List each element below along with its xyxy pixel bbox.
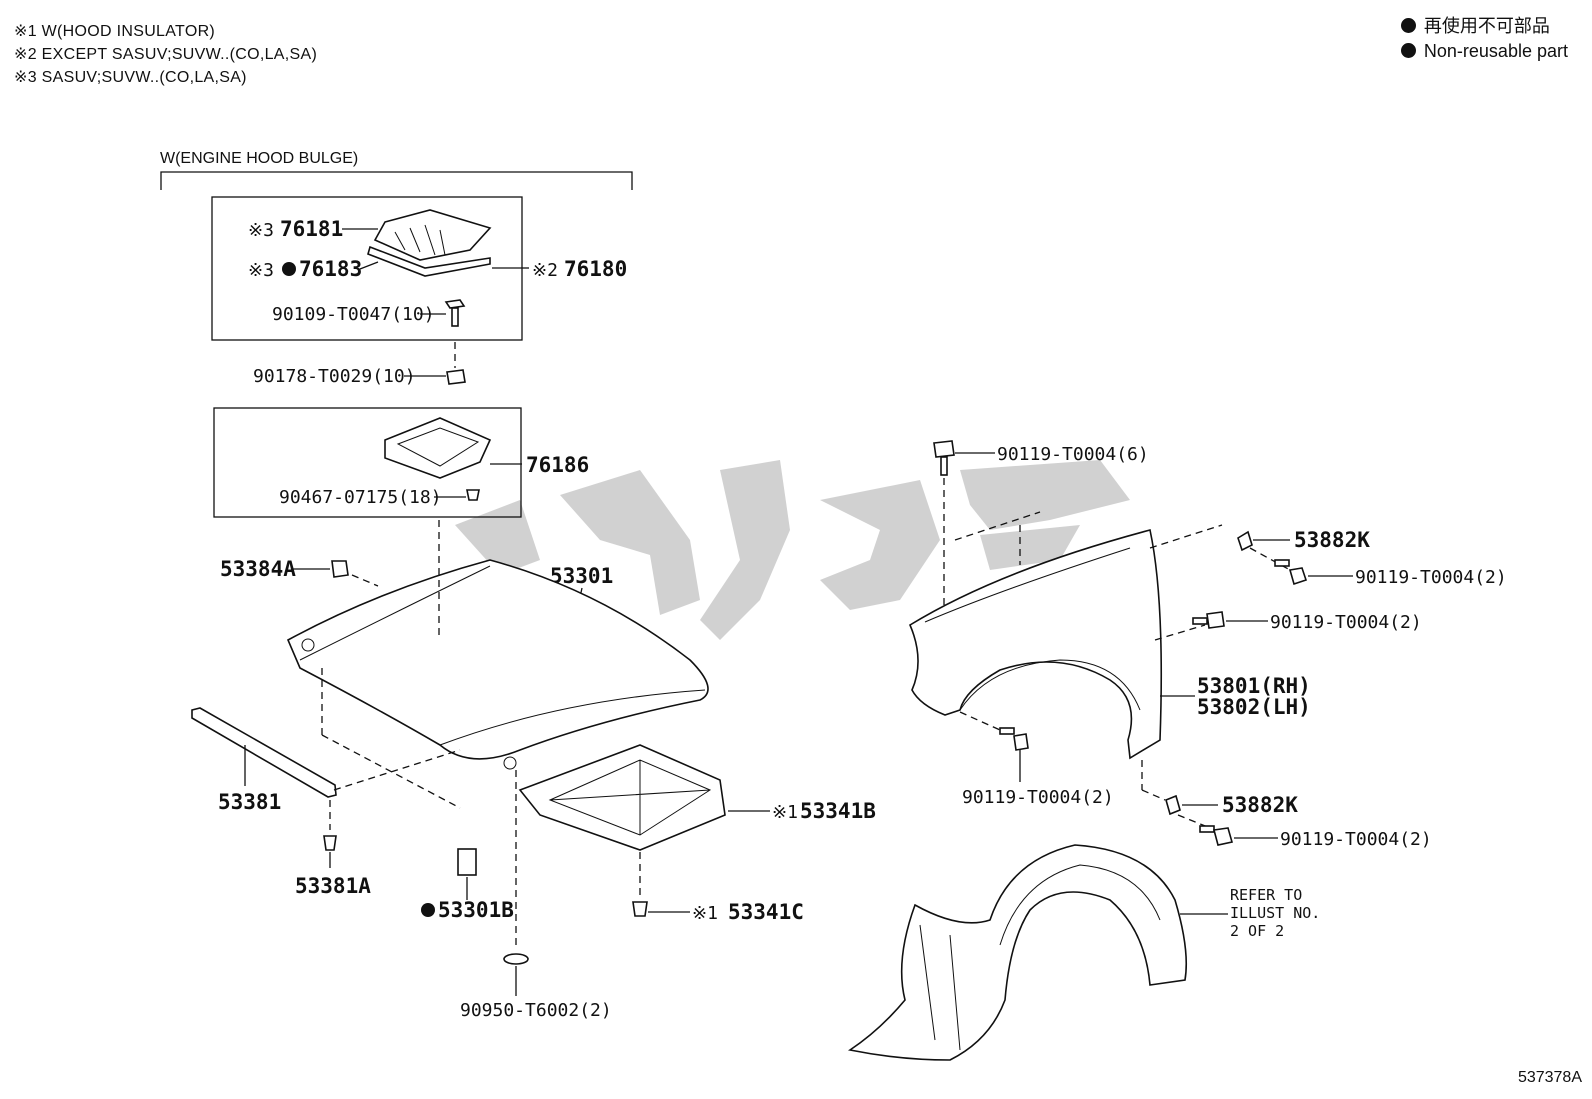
mark-n1-b: ※1 xyxy=(692,903,718,924)
plug-90950-icon xyxy=(503,953,529,965)
mark-n3-a: ※3 xyxy=(248,220,274,241)
part-53882K-top: 53882K xyxy=(1294,528,1370,552)
cushion-53301B-icon xyxy=(457,848,477,876)
part-76180: 76180 xyxy=(564,257,627,281)
part-90119-top: 90119-T0004(6) xyxy=(997,444,1149,465)
part-53341C: 53341C xyxy=(728,900,804,924)
fender-liner-part xyxy=(847,844,1187,1061)
footnote-1: ※1 W(HOOD INSULATOR) xyxy=(14,23,216,40)
bolt-d-icon xyxy=(1199,825,1234,846)
part-90119-a: 90119-T0004(2) xyxy=(1355,567,1507,588)
refer-note-line2: ILLUST NO. xyxy=(1230,904,1320,922)
engine-hood-part xyxy=(286,559,709,770)
insulator-box xyxy=(213,407,522,518)
bolt-top-icon xyxy=(933,440,955,476)
footnote-3: ※3 SASUV;SUVW..(CO,LA,SA) xyxy=(14,69,247,86)
clip-53384A-icon xyxy=(331,560,349,578)
part-90119-d: 90119-T0004(2) xyxy=(1280,829,1432,850)
mark-n1-a: ※1 xyxy=(772,802,798,823)
hood-bulge-part xyxy=(367,209,492,277)
bulge-base-part xyxy=(384,417,492,479)
non-reusable-dot-icon xyxy=(1400,18,1416,33)
mark-n3-b: ※3 xyxy=(248,260,274,281)
bolt-c-icon xyxy=(999,727,1029,751)
refer-note-line1: REFER TO xyxy=(1230,886,1302,904)
non-reusable-dot-icon xyxy=(421,903,435,917)
bolt-a-icon xyxy=(1274,559,1308,586)
part-53384A: 53384A xyxy=(220,557,296,581)
refer-note-line3: 2 OF 2 xyxy=(1230,922,1284,940)
bolt-90109-icon xyxy=(444,299,466,327)
clip-90467-icon xyxy=(466,489,480,501)
part-90119-b: 90119-T0004(2) xyxy=(1270,612,1422,633)
clip-53381A-icon xyxy=(323,835,337,851)
non-reusable-dot-icon xyxy=(282,262,296,276)
part-76183: 76183 xyxy=(299,257,362,281)
group-label: W(ENGINE HOOD BULGE) xyxy=(160,150,358,167)
legend-japanese: 再使用不可部品 xyxy=(1400,14,1568,39)
clip-53882K-bot-icon xyxy=(1165,794,1181,816)
part-90119-c: 90119-T0004(2) xyxy=(962,787,1114,808)
part-53801: 53801(RH) xyxy=(1197,674,1311,698)
part-53802: 53802(LH) xyxy=(1197,695,1311,719)
hood-insulator-part xyxy=(518,744,726,851)
part-53341B: 53341B xyxy=(800,799,876,823)
group-bracket xyxy=(160,171,633,190)
clip-53341C-icon xyxy=(632,901,648,917)
footnotes: ※1 W(HOOD INSULATOR) ※2 EXCEPT SASUV;SUV… xyxy=(14,20,317,89)
hood-seal-part xyxy=(191,707,337,798)
part-53381A: 53381A xyxy=(295,874,371,898)
figure-number: 537378A xyxy=(1517,1069,1582,1086)
part-90109: 90109-T0047(10) xyxy=(272,304,435,325)
part-53882K-bot: 53882K xyxy=(1222,793,1298,817)
mark-n2: ※2 xyxy=(532,260,558,281)
part-90467: 90467-07175(18) xyxy=(279,487,442,508)
legend: 再使用不可部品 Non-reusable part xyxy=(1400,14,1568,64)
non-reusable-dot-icon xyxy=(1400,43,1416,58)
footnote-2: ※2 EXCEPT SASUV;SUVW..(CO,LA,SA) xyxy=(14,46,318,63)
part-90178: 90178-T0029(10) xyxy=(253,366,416,387)
part-90950: 90950-T6002(2) xyxy=(460,1000,612,1021)
clip-53882K-top-icon xyxy=(1237,530,1253,552)
watermark-logo xyxy=(455,460,1130,640)
part-76181: 76181 xyxy=(280,217,343,241)
front-fender-part xyxy=(908,529,1163,760)
nut-90178-icon xyxy=(446,369,466,385)
part-76186: 76186 xyxy=(526,453,589,477)
part-53301B: 53301B xyxy=(438,898,514,922)
legend-english: Non-reusable part xyxy=(1400,39,1568,64)
bolt-b-icon xyxy=(1192,611,1225,629)
part-53381: 53381 xyxy=(218,790,281,814)
